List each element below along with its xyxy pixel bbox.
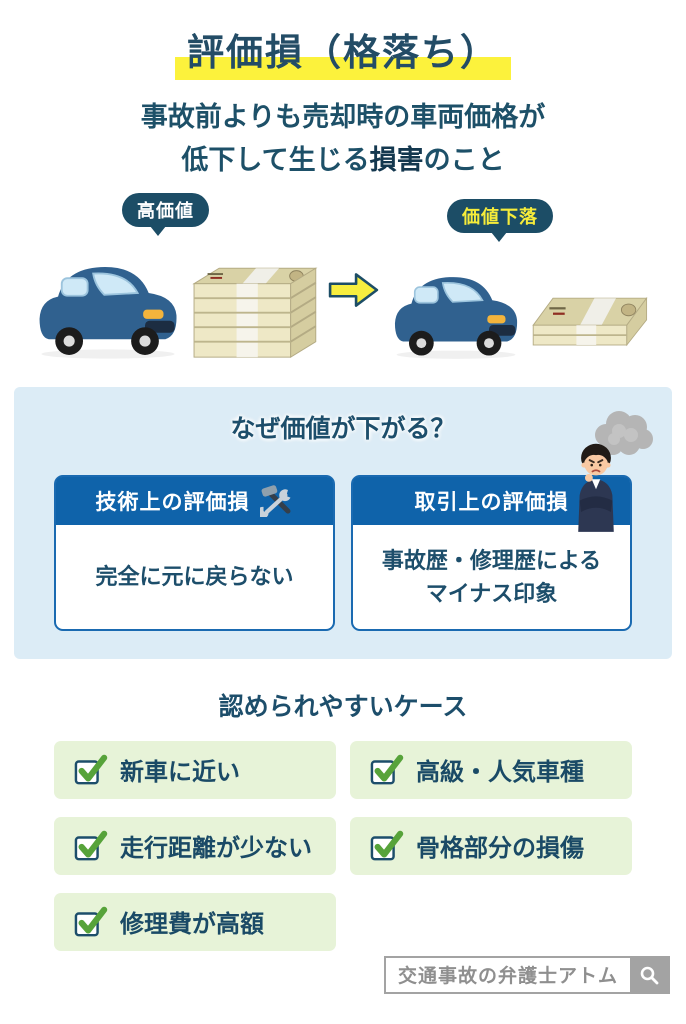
case-item-label: 新車に近い: [120, 759, 240, 787]
case-item-label: 骨格部分の損傷: [416, 835, 584, 863]
card-body-line-2: マイナス印象: [425, 580, 558, 606]
technical-loss-card: 技術上の評価損 完全に元に戻らない: [54, 474, 335, 631]
card-header-label: 技術上の評価損: [95, 490, 250, 514]
checkbox-check-icon: [370, 754, 404, 786]
value-drop-label: 価値下落: [447, 198, 553, 242]
case-item-high-repair-cost: 修理費が高額: [54, 892, 336, 951]
right-arrow-icon: [328, 271, 380, 309]
reasons-heading: なぜ価値が下がる？: [230, 414, 456, 443]
footer: 交通事故の弁護士アトム: [0, 955, 670, 994]
magnifier-icon: [639, 965, 659, 985]
case-item-label: 修理費が高額: [120, 911, 264, 939]
case-item-frame-damage: 骨格部分の損傷: [350, 816, 632, 875]
small-money-stack-icon: [526, 285, 652, 351]
angry-man-illustration: [564, 437, 628, 533]
case-item-label: 高級・人気車種: [416, 759, 584, 787]
card-body-line-1: 事故歴・修理歴による: [381, 547, 602, 573]
hammer-wrench-icon: [259, 484, 294, 517]
definition-line-1: 事故前よりも売却時の車両価格が: [140, 102, 546, 133]
card-body-text: 完全に元に戻らない: [95, 564, 294, 590]
brand-name: 交通事故の弁護士アトム: [397, 966, 618, 988]
blue-car-icon: [390, 261, 522, 361]
checkbox-check-icon: [370, 830, 404, 862]
high-value-label: 高価値: [122, 192, 209, 236]
case-item-label: 走行距離が少ない: [120, 835, 312, 863]
case-item-popular-model: 高級・人気車種: [350, 740, 632, 799]
reasons-section: なぜ価値が下がる？ 技術上の評価損: [14, 386, 672, 659]
case-item-low-mileage: 走行距離が少ない: [54, 816, 336, 875]
brand-search-box[interactable]: 交通事故の弁護士アトム: [383, 955, 670, 994]
cases-heading: 認められやすいケース: [218, 692, 468, 721]
large-money-stack-icon: [184, 247, 320, 361]
case-item-new-car: 新車に近い: [54, 740, 336, 799]
page-title: 評価損（格落ち）: [175, 30, 511, 81]
before-after-illustration: 高価値 価値下落: [0, 192, 686, 361]
card-header-label: 取引上の評価損: [414, 490, 569, 514]
cases-list: 新車に近い 高級・人気車種 走行距離が少ない: [54, 740, 632, 951]
emphasis-word: 損害: [369, 145, 424, 176]
transactional-loss-card: 取引上の評価損 事故歴・修理歴による マイナス印象: [351, 410, 653, 631]
definition-line-2: 低下して生じる損害のこと: [181, 145, 505, 176]
blue-car-icon: [34, 249, 182, 361]
checkbox-check-icon: [74, 754, 108, 786]
definition-text: 事故前よりも売却時の車両価格が 低下して生じる損害のこと: [0, 96, 686, 182]
title-block: 評価損（格落ち）: [0, 0, 686, 81]
search-button[interactable]: [630, 957, 668, 992]
checkbox-check-icon: [74, 906, 108, 938]
checkbox-check-icon: [74, 830, 108, 862]
